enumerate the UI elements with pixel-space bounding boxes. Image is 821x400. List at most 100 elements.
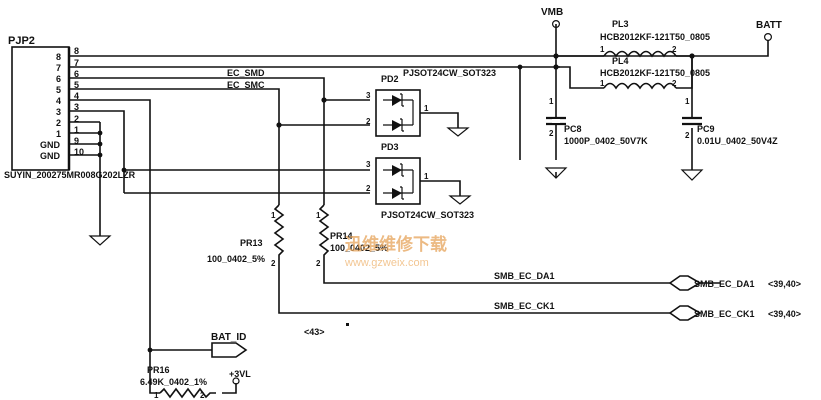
pin-label-6: 6 bbox=[56, 74, 61, 84]
gnd-symbol-connector bbox=[88, 235, 112, 246]
svg-text:2: 2 bbox=[685, 131, 690, 140]
svg-text:1: 1 bbox=[424, 104, 429, 113]
resistor-pr13: 1 2 PR13 100_0402_5% bbox=[207, 204, 285, 268]
wire-smb-da bbox=[323, 265, 670, 284]
pc9-value: 0.01U_0402_50V4Z bbox=[697, 136, 778, 146]
net-label-smb-da: SMB_EC_DA1 bbox=[494, 271, 555, 281]
smb-da-port-label: SMB_EC_DA1 bbox=[694, 279, 755, 289]
pl3-ref: PL3 bbox=[612, 19, 629, 29]
svg-text:2: 2 bbox=[672, 79, 677, 88]
pr16-ref: PR16 bbox=[147, 365, 170, 375]
pc8-value: 1000P_0402_50V7K bbox=[564, 136, 648, 146]
resistor-pr14: 1 2 PR14 100_0402_5% bbox=[316, 204, 388, 268]
svg-text:1: 1 bbox=[424, 172, 429, 181]
pin-label-5: 5 bbox=[56, 85, 61, 95]
capacitor-pc8: 1 2 PC8 1000P_0402_50V7K bbox=[544, 97, 648, 179]
vmb-terminal bbox=[551, 20, 560, 29]
svg-text:1: 1 bbox=[600, 45, 605, 54]
wire-ec-smd bbox=[69, 77, 370, 101]
inductor-pl4: PL4 HCB2012KF-121T50_0805 1 2 bbox=[600, 56, 710, 90]
pin-num-10: 10 bbox=[74, 147, 84, 157]
wire-3vl bbox=[222, 383, 237, 394]
net-batt: BATT bbox=[756, 20, 782, 41]
pin-num-9: 9 bbox=[74, 136, 79, 146]
wire-pd2-gnd bbox=[420, 112, 459, 128]
junction-gnd-1 bbox=[97, 130, 103, 136]
offpage-smb-ck: SMB_EC_CK1 SMB_EC_CK1 <39,40> bbox=[494, 301, 801, 321]
gnd-symbol-pd3 bbox=[448, 195, 472, 205]
pin-num-1: 1 bbox=[74, 125, 79, 135]
3vl-terminal bbox=[232, 377, 240, 385]
pd2-diode-2 bbox=[392, 120, 402, 131]
pin-num-5: 5 bbox=[74, 80, 79, 90]
connector-ref: PJP2 bbox=[8, 35, 35, 47]
pin-label-3: 3 bbox=[56, 107, 61, 117]
pl4-coil bbox=[603, 82, 677, 90]
svg-text:2: 2 bbox=[549, 129, 554, 138]
pin-num-3: 3 bbox=[74, 102, 79, 112]
pd3-body bbox=[375, 157, 421, 205]
pc8-ref: PC8 bbox=[564, 124, 582, 134]
smb-ck-connector-1 bbox=[668, 305, 702, 321]
net-vmb: VMB bbox=[541, 7, 563, 29]
pr16-value: 6.49K_0402_1% bbox=[140, 377, 207, 387]
pr16-zigzag bbox=[159, 387, 216, 399]
wire-smb-ck bbox=[278, 265, 670, 314]
pd3-diode-2 bbox=[392, 188, 402, 199]
wire-gnd-pins bbox=[69, 121, 100, 156]
pin-num-8: 8 bbox=[74, 46, 79, 56]
junction-pd3-a bbox=[121, 167, 127, 173]
net-label-3vl: +3VL bbox=[229, 369, 251, 379]
bat-id-connector bbox=[211, 342, 248, 358]
wire-ec-smc bbox=[69, 88, 370, 126]
watermark-cn: 迅维维修下载 bbox=[345, 234, 447, 254]
svg-text:2: 2 bbox=[316, 259, 321, 268]
net-label-bat-id: BAT_ID bbox=[211, 332, 246, 343]
pr13-value: 100_0402_5% bbox=[207, 254, 265, 264]
pd2-ref: PD2 bbox=[381, 74, 399, 84]
batt-terminal bbox=[763, 32, 772, 41]
pc9-ref: PC9 bbox=[697, 124, 715, 134]
pl3-value: HCB2012KF-121T50_0805 bbox=[600, 32, 710, 42]
diode-array-pd3: PD3 3 2 1 PJSOT24CW_SOT323 bbox=[366, 142, 474, 220]
junction-bat-id bbox=[147, 347, 153, 353]
pin-label-1: 1 bbox=[56, 129, 61, 139]
smb-da-page-ref: <39,40> bbox=[768, 279, 801, 289]
pr13-zigzag bbox=[273, 204, 285, 265]
svg-text:2: 2 bbox=[366, 117, 371, 126]
pin-label-7: 7 bbox=[56, 63, 61, 73]
wire-batt-rail bbox=[69, 40, 769, 57]
inductor-pl3: PL3 HCB2012KF-121T50_0805 1 2 bbox=[600, 19, 710, 58]
bat-id-page-ref: <43> bbox=[304, 327, 325, 337]
junction-gnd-3 bbox=[97, 152, 103, 158]
net-label-ec-smd: EC_SMD bbox=[227, 68, 265, 78]
svg-text:1: 1 bbox=[685, 97, 690, 106]
svg-text:2: 2 bbox=[672, 45, 677, 54]
junction-gnd-2 bbox=[97, 141, 103, 147]
svg-text:2: 2 bbox=[366, 184, 371, 193]
pin-num-2: 2 bbox=[74, 114, 79, 124]
net-label-batt: BATT bbox=[756, 20, 782, 31]
junction-smc bbox=[276, 122, 282, 128]
resistor-pr16: PR16 6.49K_0402_1% 1 2 bbox=[140, 365, 216, 400]
wire-pin3 bbox=[69, 110, 125, 193]
smb-ck-port-label: SMB_EC_CK1 bbox=[694, 309, 755, 319]
wire-pd3-gnd bbox=[420, 180, 461, 196]
pl4-value: HCB2012KF-121T50_0805 bbox=[600, 68, 710, 78]
pl3-coil bbox=[603, 50, 677, 58]
pr14-value: 100_0402_5% bbox=[330, 243, 388, 253]
pin-num-7: 7 bbox=[74, 58, 79, 68]
pin-label-4: 4 bbox=[56, 96, 61, 106]
diode-array-pd2: PD2 PJSOT24CW_SOT323 3 2 1 bbox=[366, 68, 496, 137]
junctions bbox=[97, 53, 695, 353]
pd3-diode-1 bbox=[392, 165, 402, 176]
wires bbox=[69, 24, 769, 394]
gnd-symbol-pc8 bbox=[544, 167, 568, 179]
net-label-ec-smc: EC_SMC bbox=[227, 80, 265, 90]
pr13-ref: PR13 bbox=[240, 238, 263, 248]
junction-batt bbox=[689, 53, 695, 59]
pl4-ref: PL4 bbox=[612, 56, 629, 66]
svg-text:3: 3 bbox=[366, 160, 371, 169]
pin-num-6: 6 bbox=[74, 69, 79, 79]
